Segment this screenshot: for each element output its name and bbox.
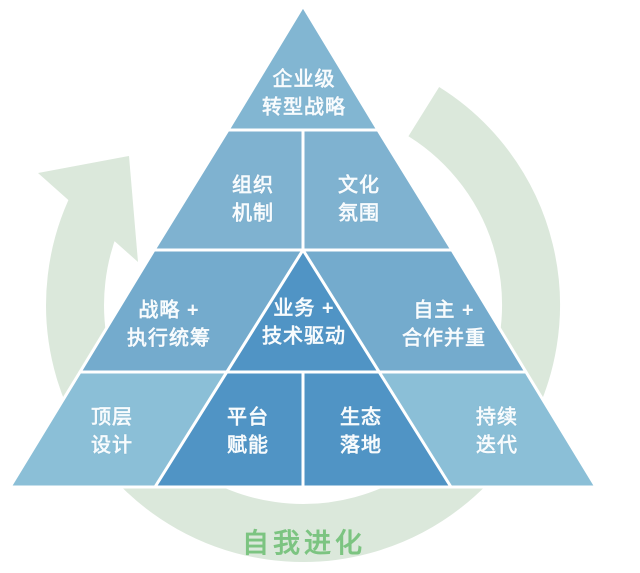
self-evolution-caption: 自我进化 bbox=[242, 528, 366, 559]
cycle-arrow-head bbox=[38, 156, 138, 262]
pyramid-cell-transform-strategy: 企业级 转型战略 bbox=[262, 68, 346, 119]
pyramid-cell-culture: 文化 氛围 bbox=[338, 174, 380, 225]
pyramid-cell-biz-tech: 业务 + 技术驱动 bbox=[262, 297, 346, 348]
pyramid-cell-ecosystem-landing: 生态 落地 bbox=[340, 406, 382, 457]
pyramid-cell-autonomy-cooperation: 自主 + 合作并重 bbox=[402, 299, 486, 350]
pyramid-cell-continuous-iteration: 持续 迭代 bbox=[476, 406, 518, 457]
pyramid-cell-org-mechanism: 组织 机制 bbox=[232, 174, 274, 225]
pyramid-cell-top-design: 顶层 设计 bbox=[91, 406, 133, 457]
cycle-arrow-icon bbox=[38, 87, 560, 562]
pyramid-cell-platform-enablement: 平台 赋能 bbox=[227, 406, 269, 457]
pyramid-cell-strategy-execution: 战略 + 执行统筹 bbox=[127, 299, 211, 350]
pyramid bbox=[8, 4, 598, 489]
cycle-arrow-arc bbox=[46, 87, 560, 562]
